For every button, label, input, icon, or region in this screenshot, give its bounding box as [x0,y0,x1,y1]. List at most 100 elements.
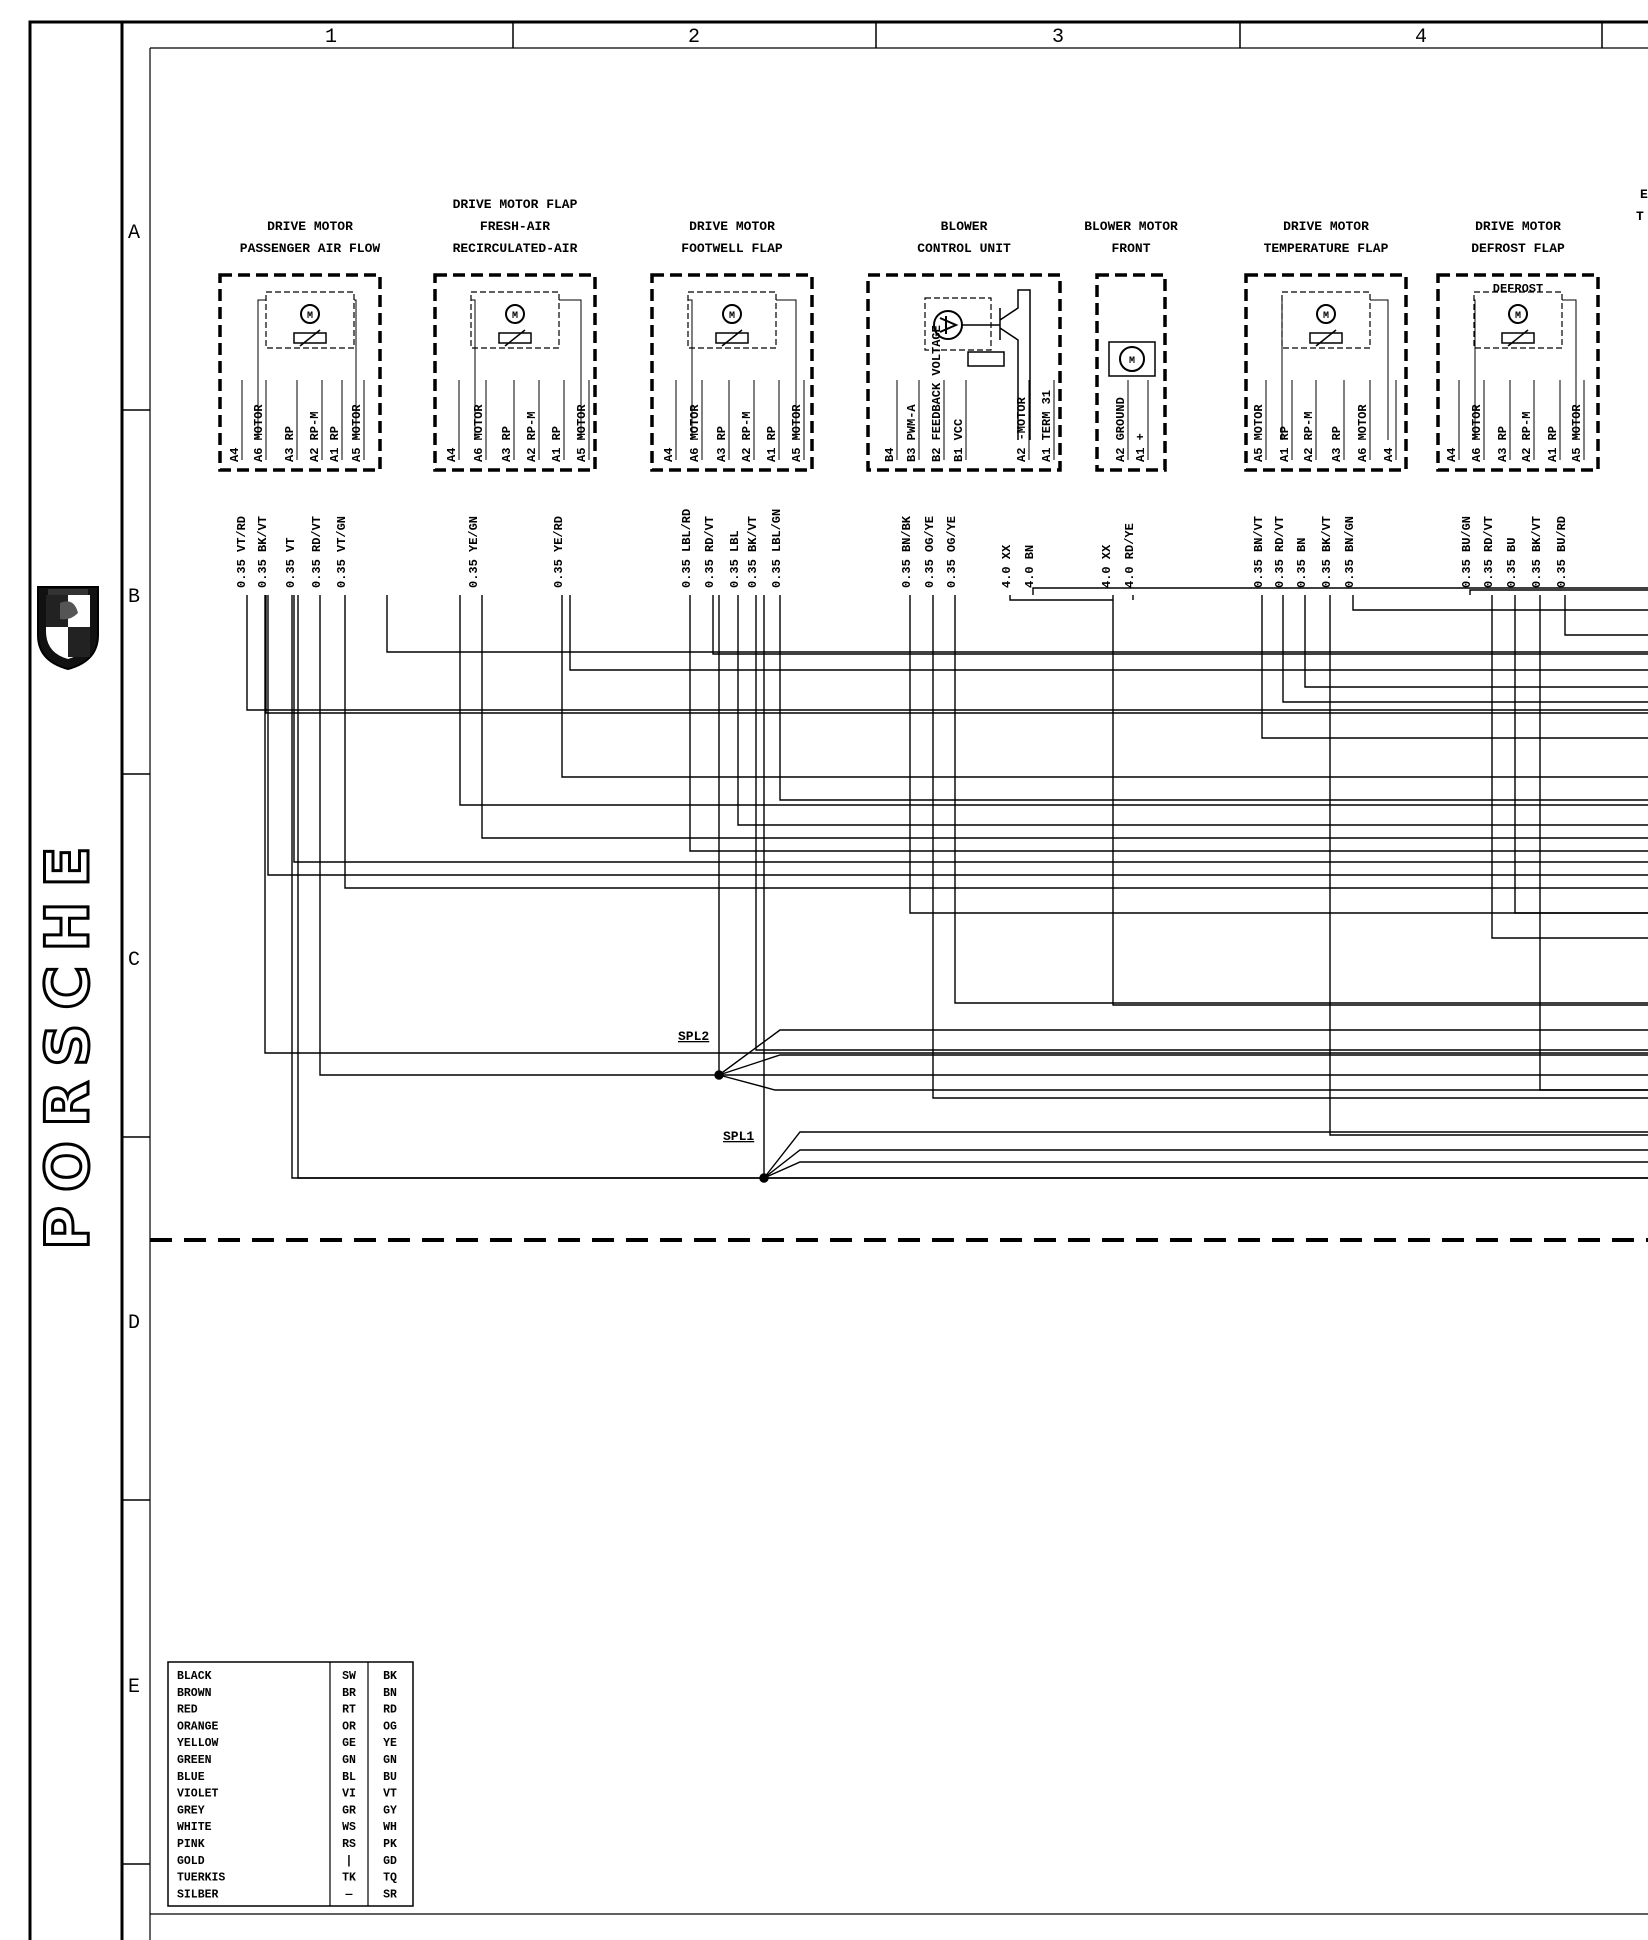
legend-color-name: VIOLET [177,1788,219,1801]
connector-pin-label: B4 [883,448,897,462]
potentiometer-icon [1501,332,1535,344]
wire-label: 0.35 BN/GN [1343,516,1357,588]
component-title-line: DRIVE MOTOR [267,219,353,234]
connector-pin-label: A1 RP [1278,426,1292,462]
wire-label: 0.35 LBL/RD [680,509,694,588]
wire-label: 0.35 OG/YE [923,516,937,588]
legend-color-name: SILBER [177,1888,219,1901]
connector-pin-label: A1 RP [1546,426,1560,462]
legend-color-name: GREY [177,1804,205,1817]
wire-label: 0.35 BK/VT [256,516,270,588]
wire-route [932,595,1648,1099]
component-title-line: DRIVE MOTOR [689,219,775,234]
component-title-line: BLOWER [941,219,988,234]
component-2: DRIVE MOTOR FLAPFRESH-AIRRECIRCULATED-AI… [433,197,597,588]
legend-code-english: GY [383,1804,397,1817]
connector-pin-label: A1 RP [765,426,779,462]
wire-label: 0.35 YE/GN [467,516,481,588]
component-title-line: DRIVE MOTOR FLAP [453,197,578,212]
legend-code-german: GR [342,1804,356,1817]
connector-pin-label: A1 RP [550,426,564,462]
component-housing [1095,273,1167,472]
wire-label: 4.0 XX [1100,544,1114,588]
legend-code-german: | [346,1855,353,1868]
legend-code-german: RT [342,1704,356,1717]
svg-text:M: M [1129,356,1135,367]
legend-code-german: OR [342,1720,356,1733]
legend-code-german: VI [342,1788,356,1801]
connector-pin-label: A3 RP [1330,426,1344,462]
svg-text:M: M [1323,311,1329,322]
wire-route [293,595,1648,863]
connector-pin-label: A2 RP-M [1302,412,1316,462]
connector-pin-label: A6 MOTOR [252,404,266,462]
svg-text:M: M [307,311,313,322]
wire-route [265,595,1648,714]
wire-route [712,595,1648,655]
svg-text:M: M [729,311,735,322]
edge-text-t: T [1636,209,1644,224]
wire-label: 0.35 BN/BK [900,515,914,588]
wire-route [737,595,1648,826]
porsche-crest-icon [37,586,99,671]
legend-code-english: BK [383,1670,397,1683]
connector-pin-label: A5 MOTOR [350,404,364,462]
legend-code-german: RS [342,1838,356,1851]
component-housing [650,273,814,472]
connector-pin-label: A3 RP [283,426,297,462]
column-label-2: 2 [688,26,700,49]
legend-color-name: BLACK [177,1670,212,1683]
wire-route [1352,595,1648,611]
wire-route [1032,587,1648,595]
wire-label: 0.35 RD/VT [310,516,324,588]
component-title-line: DRIVE MOTOR [1283,219,1369,234]
legend-color-name: GOLD [177,1855,205,1868]
legend-code-german: WS [342,1821,356,1834]
wire-route [954,595,1648,1004]
connector-pin-label: A6 MOTOR [472,404,486,462]
connector-pin-label: A5 MOTOR [790,404,804,462]
connector-pin-label: A5 MOTOR [1570,404,1584,462]
wire-label: 0.35 RD/VT [1482,516,1496,588]
column-label-1: 1 [325,26,337,49]
legend-color-name: WHITE [177,1821,212,1834]
wire-route [909,595,1648,914]
component-inner-label: DEFROST [1493,282,1543,296]
connector-pin-label: A6 MOTOR [1356,404,1370,462]
connector-pin-label: A4 [1445,448,1459,462]
wire-route [264,595,1648,1054]
wire-label: 0.35 BN/VT [1252,516,1266,588]
wire-route [267,595,1648,876]
legend-color-name: TUERKIS [177,1872,225,1885]
wire-route [459,595,1648,806]
svg-text:M: M [1515,311,1521,322]
row-label-e: E [128,1676,140,1699]
potentiometer-icon [715,332,749,344]
legend-color-name: BROWN [177,1687,212,1700]
legend-code-english: GN [383,1754,397,1767]
row-label-c: C [128,949,140,972]
wire-label: 0.35 YE/RD [552,516,566,588]
legend-code-english: SR [383,1888,397,1901]
connector-pin-label: A1 RP [328,426,342,462]
wire-route [481,595,1648,839]
legend-color-name: GREEN [177,1754,212,1767]
wire-route [1261,595,1648,739]
connector-pin-label: A3 RP [500,426,514,462]
wire-label: 0.35 BK/VT [746,516,760,588]
component-housing [866,273,1062,472]
component-title-line: CONTROL UNIT [917,241,1011,256]
wire-route [1329,595,1648,1136]
wire-route [319,595,1648,1076]
connector-pin-label: A5 MOTOR [575,404,589,462]
wire-label: 0.35 LBL [728,530,742,588]
legend-code-german: — [345,1888,353,1901]
splice-fan [763,1131,1648,1179]
component-housing [218,273,382,472]
wire-label: 0.35 LBL/GN [770,509,784,588]
motor-icon [1316,304,1336,324]
wire-route [1469,589,1648,595]
